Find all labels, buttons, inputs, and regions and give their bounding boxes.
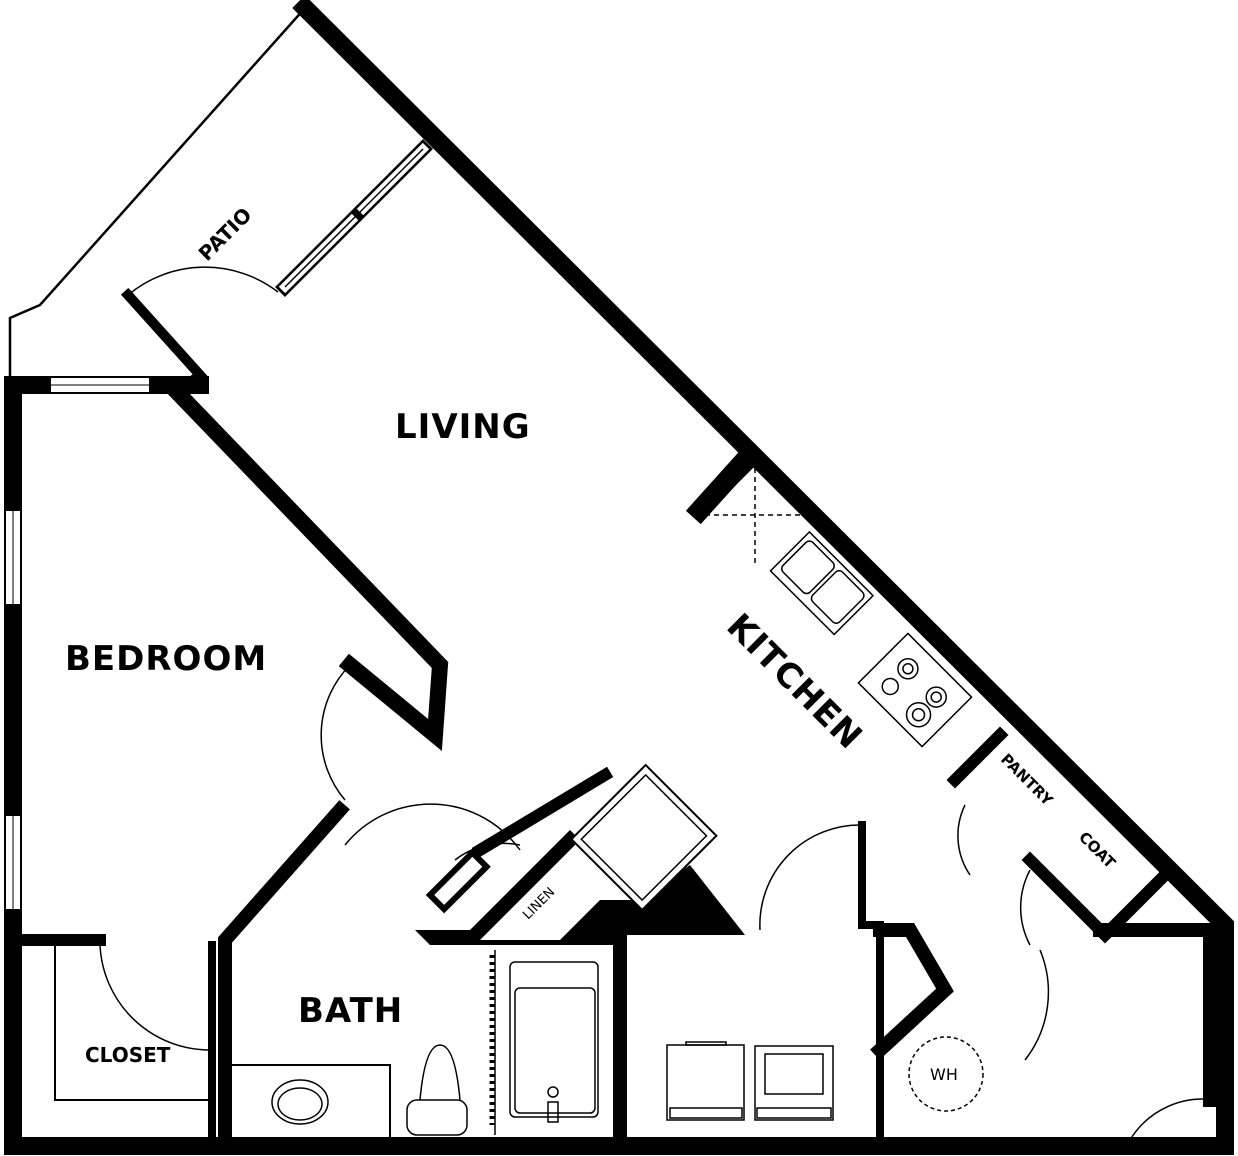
interior-wall-bedroom-living	[163, 378, 449, 752]
dryer	[754, 1045, 834, 1121]
linen-door-swing	[454, 842, 521, 861]
closet-door-swing	[99, 944, 211, 1051]
linen-door	[425, 848, 491, 914]
kitchen-cabinet-x	[705, 468, 800, 565]
wall-linen-diagonal	[471, 766, 614, 859]
window-bedroom-top	[49, 376, 151, 394]
front-door-swing	[1129, 1098, 1216, 1141]
room-label-bath: BATH	[298, 991, 403, 1031]
window-bedroom-left-2	[4, 814, 22, 911]
kitchen-counter	[704, 459, 761, 516]
pantry-door-swing	[957, 804, 971, 876]
linen-wall-block	[415, 830, 745, 945]
exterior-wall-diagonal	[292, 0, 1234, 1155]
washer	[666, 1041, 745, 1121]
bath-door-swing	[344, 803, 521, 851]
bathtub	[509, 961, 599, 1123]
patio-door-wall	[120, 287, 208, 397]
vanity	[229, 1064, 391, 1141]
pantry-wall	[946, 726, 1009, 789]
patio-door-swing	[127, 266, 279, 296]
room-label-closet: CLOSET	[85, 1043, 171, 1067]
entry-door-swing	[1024, 949, 1050, 1061]
entry-wall	[1093, 923, 1217, 1107]
kitchen-wall-stub	[685, 445, 760, 525]
window-bedroom-left-1	[4, 509, 22, 606]
refrigerator	[569, 763, 718, 912]
bedroom-door-swing	[320, 664, 351, 801]
wh-closet-wall	[870, 923, 954, 1060]
laundry-door-swing	[759, 824, 863, 931]
patio-outline	[8, 7, 306, 380]
room-label-patio: PATIO	[194, 203, 257, 266]
coat-door-swing	[1019, 869, 1031, 946]
interior-wall-bedroom-bath	[218, 800, 350, 1147]
laundry-wall-right	[858, 821, 884, 1144]
sink-icon	[769, 530, 875, 636]
water-heater-icon	[908, 1036, 984, 1112]
patio-sliding-door	[275, 139, 433, 297]
room-label-bedroom: BEDROOM	[65, 639, 267, 679]
room-label-living: LIVING	[395, 407, 531, 447]
stove-icon	[857, 632, 973, 748]
room-label-coat: COAT	[1075, 828, 1119, 872]
room-label-wh: WH	[930, 1065, 958, 1084]
closet-shelf	[54, 945, 215, 1101]
toilet-icon	[406, 1044, 468, 1136]
room-label-kitchen: KITCHEN	[719, 606, 871, 758]
